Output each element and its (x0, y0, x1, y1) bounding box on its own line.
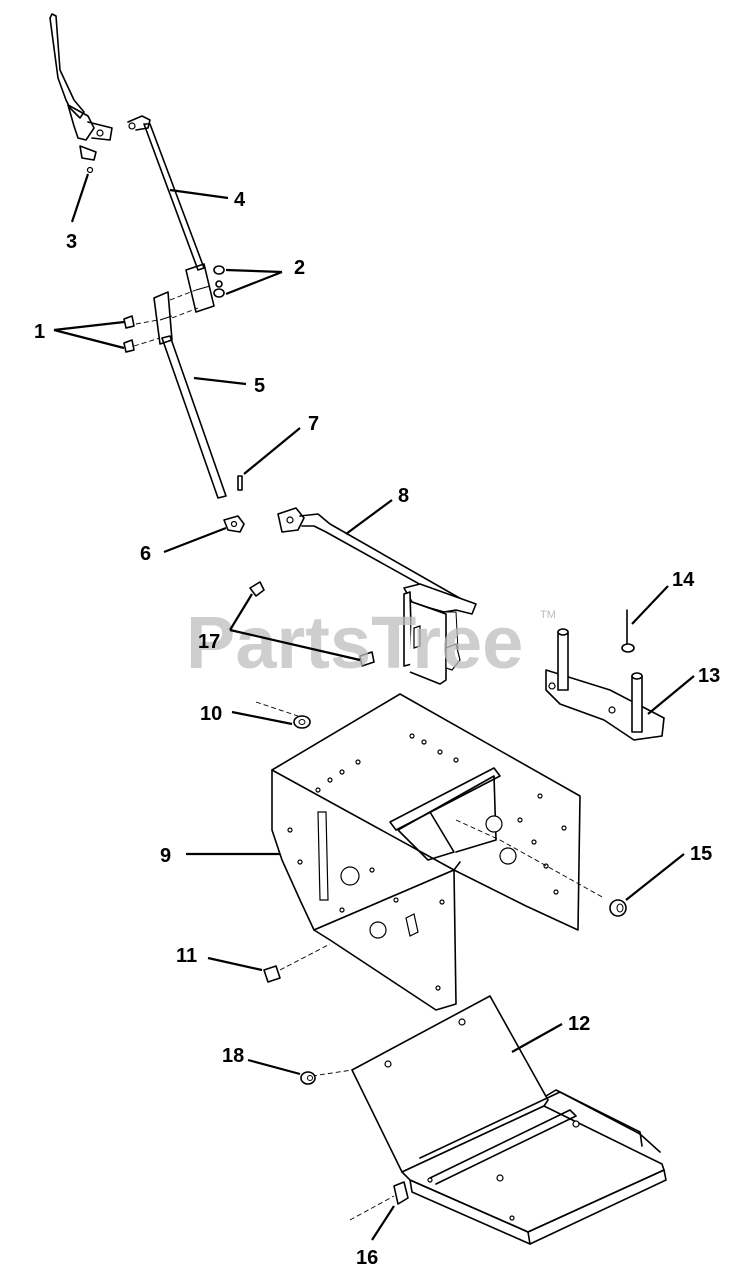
part-1-bolts (123, 315, 135, 353)
part-17-clips (249, 581, 375, 667)
leader-16 (371, 1205, 395, 1241)
part-3-shift-lever (49, 13, 113, 174)
callout-5: 5 (254, 375, 265, 397)
part-5-lower-rod (133, 289, 227, 499)
leader-14 (631, 585, 669, 625)
leader-3 (70, 173, 90, 223)
part-18-nut (300, 1071, 316, 1085)
leader-18 (247, 1058, 301, 1076)
callout-10: 10 (200, 703, 222, 725)
leader-7 (243, 427, 301, 475)
leader-2 (225, 268, 283, 296)
leader-4 (169, 188, 229, 200)
callout-2: 2 (294, 257, 305, 279)
callout-1: 1 (34, 321, 45, 343)
leader-6 (163, 526, 227, 554)
callout-14: 14 (672, 569, 695, 591)
callout-numbers: 1 2 3 4 5 6 7 8 9 10 11 12 13 14 15 16 1… (34, 189, 720, 1269)
watermark: PartsTree TM (186, 601, 556, 684)
callout-3: 3 (66, 231, 77, 253)
callout-16: 16 (356, 1247, 378, 1269)
callout-15: 15 (690, 843, 712, 865)
callout-6: 6 (140, 543, 151, 565)
callout-9: 9 (160, 845, 171, 867)
part-2-nuts (213, 265, 225, 298)
callout-12: 12 (568, 1013, 590, 1035)
part-13-bracket (545, 628, 665, 741)
leader-12 (511, 1023, 563, 1053)
part-8-linkage (277, 507, 477, 685)
part-6-clip (223, 515, 245, 533)
callout-7: 7 (308, 413, 319, 435)
callout-8: 8 (398, 485, 409, 507)
part-14-pin (621, 609, 635, 653)
part-7-pin (237, 475, 243, 491)
callout-17: 17 (198, 631, 220, 653)
leader-1 (53, 320, 125, 350)
part-4-upper-rod (127, 115, 215, 313)
leader-13 (647, 675, 695, 715)
callout-18: 18 (222, 1045, 244, 1067)
watermark-text: PartsTree (186, 601, 523, 684)
leader-15 (625, 853, 685, 901)
leader-11 (207, 956, 263, 972)
leader-17 (229, 593, 361, 662)
leader-5 (193, 376, 247, 386)
leader-lines (53, 173, 695, 1241)
callout-11: 11 (176, 945, 197, 967)
part-12-floor-plate (311, 995, 667, 1245)
callout-4: 4 (234, 189, 246, 211)
part-16-clip (349, 1181, 409, 1221)
part-9-housing (271, 693, 605, 1011)
leader-8 (345, 499, 393, 535)
part-10-nut (255, 701, 311, 729)
part-15-bushing (609, 899, 627, 917)
watermark-trademark: TM (540, 609, 556, 621)
part-11-bolt (263, 943, 331, 983)
callout-13: 13 (698, 665, 720, 687)
leader-10 (231, 710, 293, 726)
